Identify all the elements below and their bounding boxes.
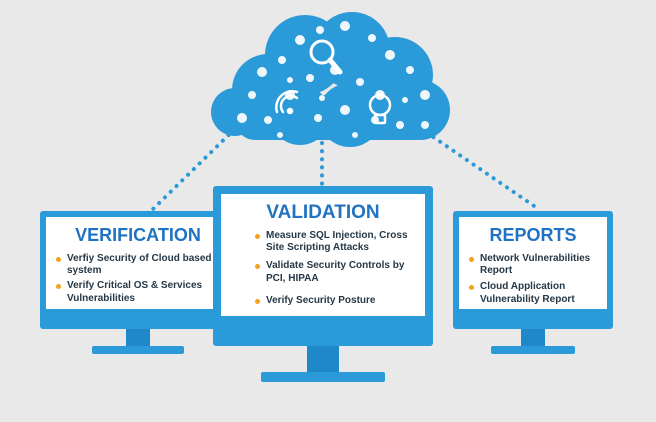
monitor-chin: [46, 313, 230, 323]
bullet-icon: [255, 298, 260, 304]
monitor-chin: [221, 320, 425, 336]
verification-list: Verfiy Security of Cloud based system Ve…: [56, 253, 228, 305]
bullet-icon: [255, 234, 260, 239]
lightbulb-icon: [368, 93, 392, 125]
cloud-icons: [237, 21, 430, 138]
monitor-base: [261, 372, 385, 382]
monitor-base: [92, 346, 184, 354]
monitor-neck: [126, 329, 150, 346]
monitor-validation: VALIDATION Measure SQL Injection, Cross …: [213, 186, 433, 386]
bullet-icon: [469, 285, 474, 291]
monitor-reports: REPORTS Network Vulnerabilities Report C…: [453, 211, 613, 361]
list-item: Cloud Application Vulnerability Report: [469, 281, 605, 305]
monitor-neck: [307, 346, 339, 372]
list-item: Verify Critical OS & Services Vulnerabil…: [56, 280, 228, 304]
verification-title: VERIFICATION: [75, 225, 201, 245]
list-item: Validate Security Controls by PCI, HIPAA: [255, 260, 423, 284]
bullet-icon: [56, 257, 61, 262]
list-item: Verfiy Security of Cloud based system: [56, 253, 228, 277]
monitor-screen: VALIDATION Measure SQL Injection, Cross …: [221, 194, 425, 316]
connector-right: [418, 126, 542, 212]
monitor-screen: REPORTS Network Vulnerabilities Report C…: [459, 217, 607, 309]
monitor-neck: [521, 329, 545, 346]
monitor-base: [491, 346, 575, 354]
cloud-shape: [211, 12, 450, 147]
wifi-icon: [275, 90, 299, 115]
monitor-chin: [459, 313, 607, 323]
validation-title: VALIDATION: [266, 202, 380, 223]
list-item: Network Vulnerabilities Report: [469, 253, 605, 277]
list-item: Measure SQL Injection, Cross Site Script…: [255, 230, 423, 254]
reports-title: REPORTS: [489, 225, 577, 245]
bullet-icon: [469, 257, 474, 262]
bullet-icon: [56, 284, 61, 290]
reports-list: Network Vulnerabilities Report Cloud App…: [469, 253, 605, 306]
list-item: Verify Security Posture: [255, 295, 423, 307]
bullet-icon: [255, 264, 260, 270]
search-icon: [309, 39, 343, 75]
monitor-verification: VERIFICATION Verfiy Security of Cloud ba…: [40, 211, 236, 361]
validation-list: Measure SQL Injection, Cross Site Script…: [255, 230, 423, 307]
monitor-screen: VERIFICATION Verfiy Security of Cloud ba…: [46, 217, 230, 309]
